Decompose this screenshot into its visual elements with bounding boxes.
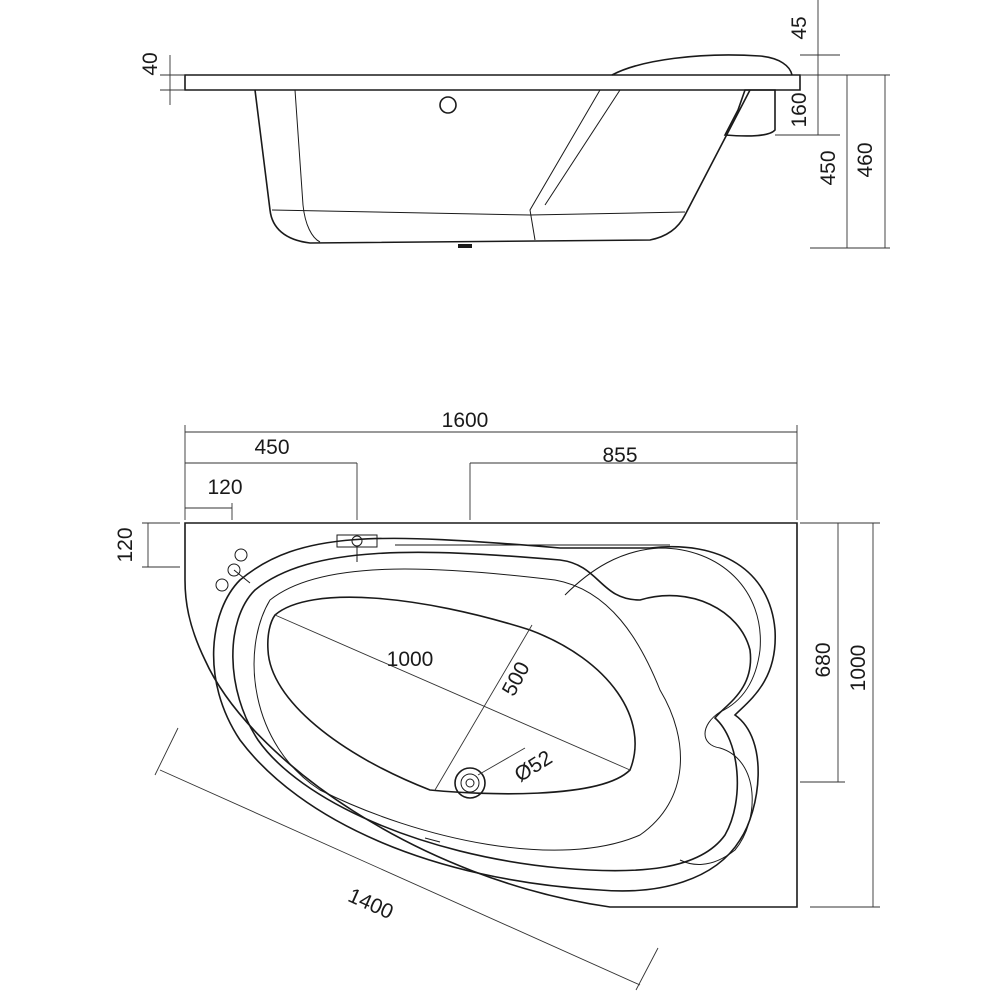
side-view: 40 45 160 450 460 bbox=[139, 0, 890, 249]
dim-diagonal: 1400 bbox=[345, 884, 397, 924]
side-rim bbox=[184, 74, 801, 91]
plan-outline bbox=[184, 522, 798, 908]
plan-rim-inner bbox=[212, 537, 776, 892]
dim-top-inset: 120 bbox=[114, 527, 137, 562]
plan-basin-floor bbox=[267, 596, 636, 795]
dim-left-inset: 120 bbox=[207, 476, 242, 499]
dim-headrest-height: 45 bbox=[788, 16, 811, 39]
dim-rim-thickness: 40 bbox=[139, 52, 162, 75]
side-drain bbox=[458, 244, 472, 248]
dim-total-length: 1600 bbox=[442, 409, 489, 432]
tap-fixture bbox=[336, 534, 378, 562]
side-tub-step2 bbox=[544, 89, 621, 206]
dim-seat-height: 160 bbox=[788, 92, 811, 127]
dim-inner-depth: 450 bbox=[817, 150, 840, 185]
overflow-slot bbox=[424, 837, 441, 843]
valve-controls bbox=[215, 548, 251, 592]
side-headrest bbox=[611, 54, 793, 76]
side-tub-body bbox=[254, 89, 751, 244]
side-tub-seam bbox=[294, 89, 321, 243]
overflow-hole bbox=[439, 96, 457, 114]
side-tub-bottom bbox=[271, 209, 686, 216]
side-tub-step bbox=[529, 89, 601, 241]
dim-total-height: 460 bbox=[854, 142, 877, 177]
dim-right-section: 855 bbox=[602, 444, 637, 467]
side-seat-block bbox=[723, 89, 776, 137]
plan-view: 1000 500 Ø52 1600 450 855 120 120 680 10… bbox=[114, 409, 880, 991]
dim-inner-width: 500 bbox=[498, 658, 535, 700]
plan-seat bbox=[564, 547, 761, 865]
plan-basin-mid bbox=[253, 568, 681, 851]
plan-basin-outer bbox=[232, 551, 752, 872]
drain bbox=[454, 767, 486, 799]
dim-right-edge: 680 bbox=[812, 642, 835, 677]
dim-inner-length: 1000 bbox=[387, 648, 434, 671]
dim-total-width: 1000 bbox=[847, 645, 870, 692]
dim-tap-offset: 450 bbox=[254, 436, 289, 459]
